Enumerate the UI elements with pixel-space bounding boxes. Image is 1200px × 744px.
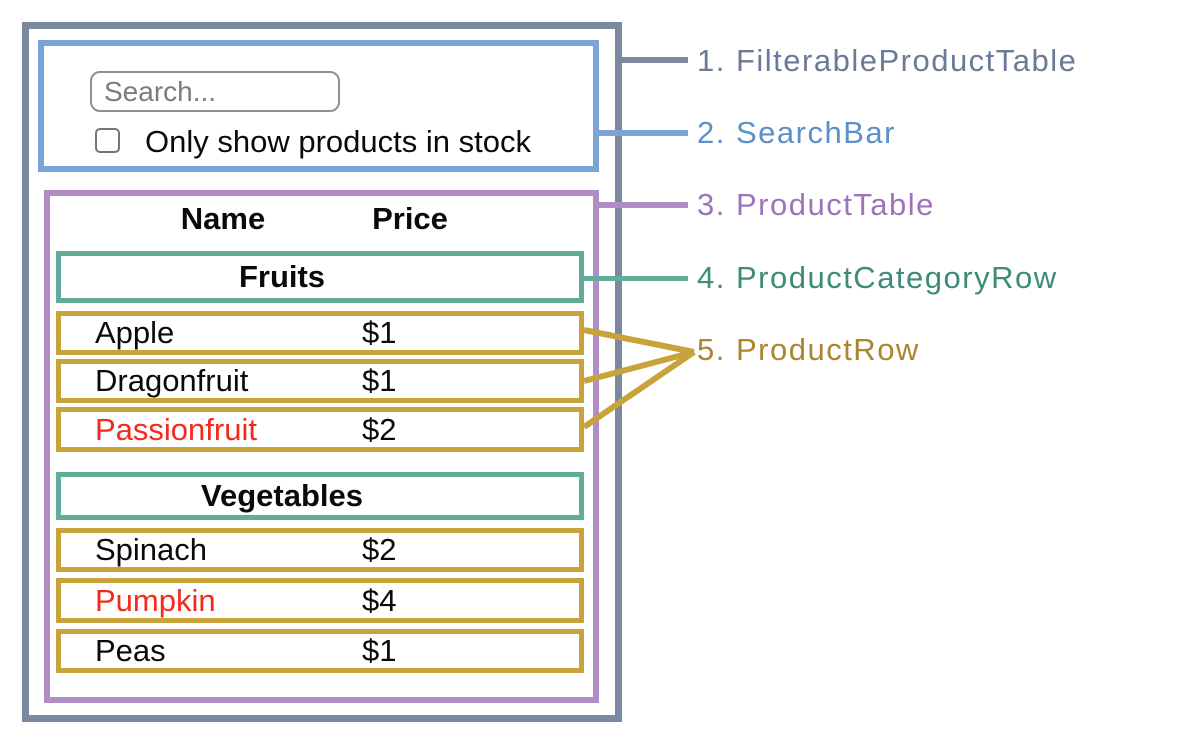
annotation-product-category-row: 4. ProductCategoryRow — [697, 260, 1058, 295]
product-price: $1 — [362, 363, 397, 398]
connector-line-product-table — [597, 202, 688, 208]
product-name: Peas — [95, 633, 166, 668]
product-table-box: Name Price Fruits Apple $1 Dragonfruit $… — [44, 190, 599, 703]
product-row-dragonfruit: Dragonfruit $1 — [56, 359, 584, 403]
connector-line-product-category-row — [582, 276, 688, 281]
in-stock-checkbox-label: Only show products in stock — [145, 124, 531, 159]
product-name: Pumpkin — [95, 582, 216, 618]
annotation-filterable-product-table: 1. FilterableProductTable — [697, 43, 1078, 78]
product-price: $2 — [362, 411, 397, 447]
product-price: $2 — [362, 532, 397, 567]
product-row-apple: Apple $1 — [56, 311, 584, 355]
product-name: Passionfruit — [95, 411, 257, 447]
connector-lines-product-rows — [582, 327, 696, 430]
product-name: Dragonfruit — [95, 363, 249, 398]
search-input[interactable] — [90, 71, 340, 112]
column-header-price: Price — [372, 201, 448, 236]
product-name: Spinach — [95, 532, 208, 567]
annotation-product-row: 5. ProductRow — [697, 332, 920, 367]
product-category-row-vegetables: Vegetables — [56, 472, 584, 520]
search-bar-box: Only show products in stock — [38, 40, 599, 172]
product-row-spinach: Spinach $2 — [56, 528, 584, 572]
product-category-row-fruits: Fruits — [56, 251, 584, 303]
in-stock-checkbox[interactable] — [95, 128, 120, 153]
product-price: $1 — [362, 315, 397, 350]
column-header-name: Name — [180, 201, 266, 236]
filterable-product-table-box: Only show products in stock Name Price F… — [22, 22, 622, 722]
connector-line-search-bar — [597, 130, 688, 136]
product-name: Apple — [95, 315, 175, 350]
product-row-passionfruit: Passionfruit $2 — [56, 407, 584, 452]
product-price: $1 — [362, 633, 397, 668]
product-price: $4 — [362, 582, 397, 618]
product-row-peas: Peas $1 — [56, 629, 584, 673]
product-row-pumpkin: Pumpkin $4 — [56, 578, 584, 623]
connector-line-filterable-product-table — [620, 57, 688, 63]
annotation-search-bar: 2. SearchBar — [697, 115, 896, 150]
annotation-product-table: 3. ProductTable — [697, 187, 935, 222]
